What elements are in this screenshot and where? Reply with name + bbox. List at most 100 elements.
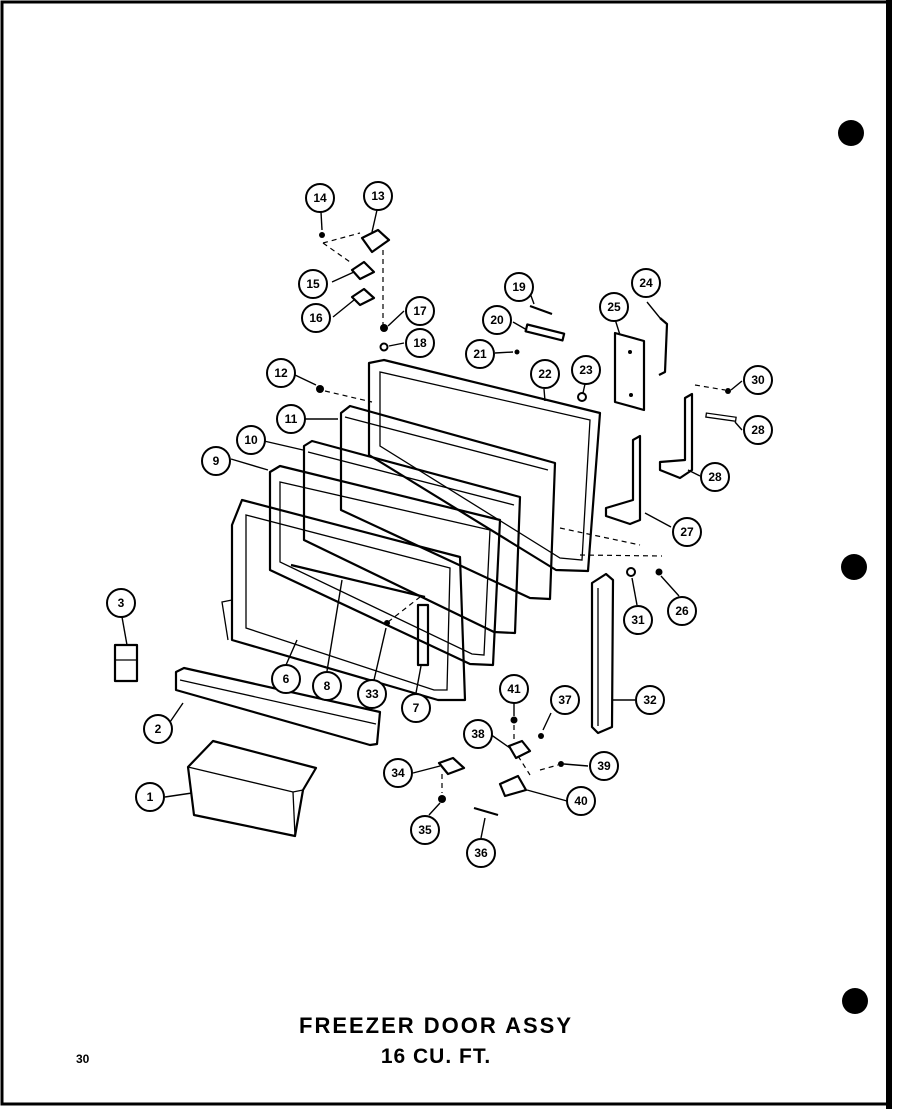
callout-22-label: 22 (538, 367, 552, 381)
part-8-shelf-rail (290, 563, 426, 599)
callout-41-label: 41 (507, 682, 521, 696)
part-27-side-bracket (604, 434, 642, 526)
callout-6-label: 6 (283, 672, 290, 686)
callout-41: 41 (499, 674, 529, 704)
callout-35: 35 (410, 815, 440, 845)
callout-28-upper: 28 (743, 415, 773, 445)
callout-36: 36 (466, 838, 496, 868)
part-2-trim-strip (174, 666, 382, 747)
callout-19-label: 19 (512, 280, 526, 294)
callout-39-label: 39 (597, 759, 611, 773)
callout-30-label: 30 (751, 373, 765, 387)
part-3-hinge-clip (113, 643, 139, 683)
callout-17: 17 (405, 296, 435, 326)
part-9-gasket (268, 464, 502, 667)
part-11-inner-panel (339, 404, 557, 601)
leader-lines (121, 209, 743, 839)
binder-hole-mark (842, 988, 868, 1014)
callout-2-label: 2 (155, 722, 162, 736)
part-1-door-bin (186, 739, 318, 838)
diagram-title: FREEZER DOOR ASSY (299, 1013, 573, 1038)
callout-23-label: 23 (579, 363, 593, 377)
part-33-screw (384, 620, 390, 626)
callout-16-label: 16 (309, 311, 323, 325)
part-6-door-liner (221, 498, 467, 702)
callout-34-label: 34 (391, 766, 405, 780)
callout-3-label: 3 (118, 596, 125, 610)
callout-37-label: 37 (558, 693, 572, 707)
callout-40: 40 (566, 786, 596, 816)
callout-36-label: 36 (474, 846, 488, 860)
callout-38-label: 38 (471, 727, 485, 741)
callout-32: 32 (635, 685, 665, 715)
callout-21-label: 21 (473, 347, 487, 361)
callout-10: 10 (236, 425, 266, 455)
callout-26-label: 26 (675, 604, 689, 618)
callout-14-label: 14 (313, 191, 327, 205)
callout-27: 27 (672, 517, 702, 547)
callout-19: 19 (504, 272, 534, 302)
callout-8-label: 8 (324, 679, 331, 693)
callout-7-label: 7 (413, 701, 420, 715)
callout-20: 20 (482, 305, 512, 335)
callout-18-label: 18 (413, 336, 427, 350)
callout-17-label: 17 (413, 304, 427, 318)
part-20-strip (524, 323, 566, 342)
diagram-subtitle: 16 CU. FT. (380, 1045, 492, 1068)
part-22-door-frame (367, 358, 602, 573)
callout-13: 13 (363, 181, 393, 211)
callout-12-label: 12 (274, 366, 288, 380)
callout-21: 21 (465, 339, 495, 369)
callout-24: 24 (631, 268, 661, 298)
callout-23: 23 (571, 355, 601, 385)
part-10-panel (302, 439, 522, 635)
callout-18: 18 (405, 328, 435, 358)
part-31-spacer (626, 567, 636, 577)
callout-11: 11 (276, 404, 306, 434)
callout-11-label: 11 (285, 412, 298, 426)
callout-13-label: 13 (371, 189, 385, 203)
callout-15-label: 15 (306, 277, 320, 291)
callout-35-label: 35 (418, 823, 432, 837)
part-21-screw (514, 349, 520, 355)
part-25-plate (613, 331, 646, 412)
part-26-screw (655, 568, 663, 576)
part-7-bracket (416, 603, 430, 667)
callout-28-label: 28 (708, 470, 722, 484)
callout-2: 2 (143, 714, 173, 744)
callout-33: 33 (357, 679, 387, 709)
callout-31: 31 (623, 605, 653, 635)
callout-12: 12 (266, 358, 296, 388)
callout-10-label: 10 (244, 433, 258, 447)
callout-25: 25 (599, 292, 629, 322)
part-32-vertical-trim (590, 572, 615, 735)
callout-30: 30 (743, 365, 773, 395)
callout-9-label: 9 (213, 454, 220, 468)
part-24-handle-rod (658, 317, 669, 376)
part-28-hinge-bracket (658, 384, 737, 480)
callout-14: 14 (305, 183, 335, 213)
callout-38: 38 (463, 719, 493, 749)
bottom-hinge-parts (437, 716, 564, 817)
top-hinge-parts (319, 228, 391, 352)
callout-24-label: 24 (639, 276, 653, 290)
binder-hole-mark (838, 120, 864, 146)
callout-32-label: 32 (643, 693, 657, 707)
callout-6: 6 (271, 664, 301, 694)
callout-1: 1 (135, 782, 165, 812)
callout-31-label: 31 (631, 613, 645, 627)
part-12-plug (316, 385, 324, 393)
callout-28-upper-label: 28 (751, 423, 765, 437)
callout-20-label: 20 (490, 313, 504, 327)
callout-8: 8 (312, 671, 342, 701)
callout-33-label: 33 (365, 687, 379, 701)
part-19-clip (529, 304, 553, 316)
callout-40-label: 40 (574, 794, 588, 808)
part-23-grommet (577, 392, 587, 402)
callout-16: 16 (301, 303, 331, 333)
callout-1-label: 1 (147, 790, 154, 804)
callout-3: 3 (106, 588, 136, 618)
callout-34: 34 (383, 758, 413, 788)
callout-27-label: 27 (680, 525, 694, 539)
